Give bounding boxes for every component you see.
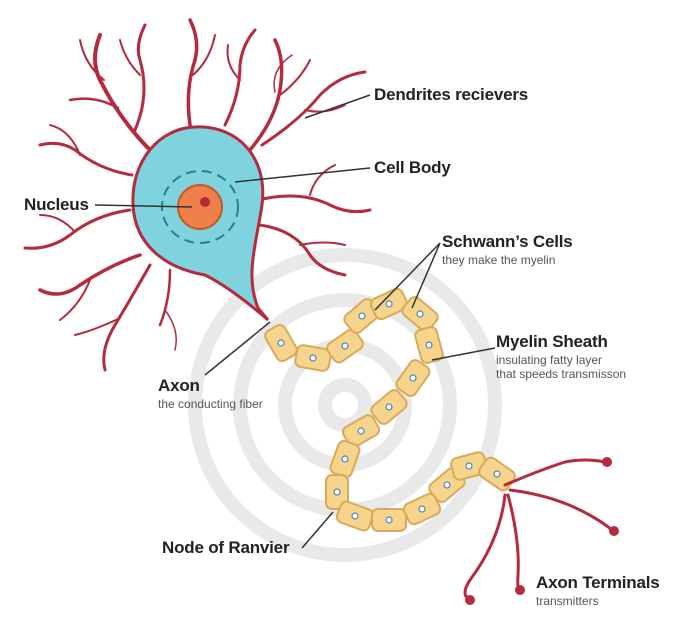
axon-title: Axon <box>158 376 200 395</box>
dendrites-title: Dendrites recievers <box>374 85 529 104</box>
dendrites <box>23 18 372 372</box>
leader-node <box>301 511 334 549</box>
label-cell-body: Cell Body <box>374 158 451 178</box>
schwann-title: Schwann’s Cells <box>442 232 573 251</box>
schwann-cell-nuclei <box>277 300 501 524</box>
cell-body-title: Cell Body <box>374 158 451 177</box>
leader-schwann-1 <box>374 242 441 311</box>
axon-subtitle: the conducting fiber <box>158 396 263 411</box>
nucleolus <box>200 197 210 207</box>
leader-dendrites <box>304 94 371 119</box>
label-schwann: Schwann’s Cells they make the myelin <box>442 232 573 267</box>
nucleus-title: Nucleus <box>24 195 89 214</box>
node-title: Node of Ranvier <box>162 538 290 557</box>
terminals-subtitle: transmitters <box>536 593 599 608</box>
schwann-subtitle: they make the myelin <box>442 252 556 267</box>
myelin-subtitle-line1: insulating fatty layer <box>496 352 603 367</box>
leader-lines <box>94 94 496 549</box>
leader-axon <box>204 321 271 376</box>
leader-myelin <box>431 347 496 361</box>
terminals-title: Axon Terminals <box>536 573 660 592</box>
label-node: Node of Ranvier <box>162 538 290 558</box>
label-dendrites: Dendrites recievers <box>374 85 528 105</box>
label-myelin: Myelin Sheath insulating fatty layer tha… <box>496 332 626 382</box>
terminal-bulbs <box>465 457 619 605</box>
leader-schwann-2 <box>411 242 441 309</box>
label-nucleus: Nucleus <box>24 195 89 215</box>
myelin-title: Myelin Sheath <box>496 332 608 351</box>
label-terminals: Axon Terminals transmitters <box>536 573 660 608</box>
myelin-subtitle-line2: that speeds transmisson <box>496 367 627 382</box>
leader-cell-body <box>234 167 371 183</box>
label-axon: Axon the conducting fiber <box>158 376 263 411</box>
leader-nucleus <box>94 204 193 208</box>
